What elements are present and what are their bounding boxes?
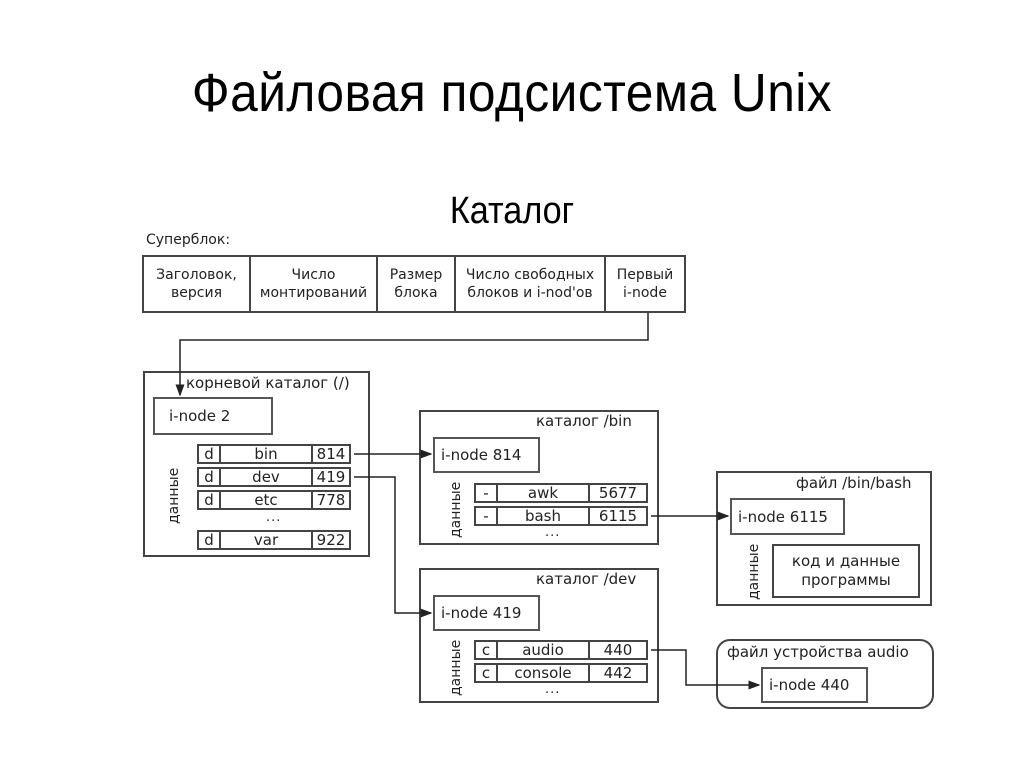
bash-program-data: код и данные программы (772, 544, 920, 598)
root-ellipsis: ... (266, 510, 282, 525)
root-row-bin: d bin 814 (197, 444, 351, 464)
entry-name: dev (219, 467, 313, 487)
root-inode: i-node 2 (153, 397, 273, 435)
dev-inode: i-node 419 (433, 595, 540, 631)
dev-ellipsis: ... (545, 682, 561, 697)
superblock-label: Суперблок: (146, 232, 231, 248)
entry-inode: 5677 (588, 483, 648, 503)
audio-inode: i-node 440 (761, 667, 868, 703)
bash-file-label: файл /bin/bash (796, 474, 912, 492)
bin-row-awk: - awk 5677 (474, 483, 648, 503)
entry-inode: 419 (311, 467, 351, 487)
entry-type: c (474, 640, 498, 660)
entry-inode: 6115 (588, 506, 648, 526)
audio-device-label: файл устройства audio (727, 643, 909, 661)
entry-inode: 922 (311, 530, 351, 550)
entry-inode: 814 (311, 444, 351, 464)
entry-type: - (474, 506, 498, 526)
bin-inode: i-node 814 (433, 437, 540, 473)
superblock-cell-mounts: Число монтирований (251, 257, 378, 311)
bin-data-label: данные (448, 481, 464, 538)
entry-type: d (197, 444, 221, 464)
entry-name: var (219, 530, 313, 550)
entry-name: audio (496, 640, 590, 660)
entry-inode: 440 (588, 640, 648, 660)
entry-type: d (197, 490, 221, 510)
entry-type: d (197, 467, 221, 487)
entry-name: bin (219, 444, 313, 464)
root-row-dev: d dev 419 (197, 467, 351, 487)
root-row-etc: d etc 778 (197, 490, 351, 510)
bash-inode: i-node 6115 (730, 498, 845, 535)
dev-row-console: c console 442 (474, 663, 648, 683)
root-row-var: d var 922 (197, 530, 351, 550)
entry-inode: 442 (588, 663, 648, 683)
entry-type: - (474, 483, 498, 503)
root-data-label: данные (166, 467, 182, 524)
superblock-cell-free: Число свободных блоков и i-nod'ов (456, 257, 606, 311)
entry-inode: 778 (311, 490, 351, 510)
slide-title: Файловая подсистема Unix (191, 63, 833, 123)
entry-name: bash (496, 506, 590, 526)
dev-data-label: данные (448, 639, 464, 696)
slide-subtitle: Каталог (449, 190, 575, 232)
entry-name: console (496, 663, 590, 683)
superblock-table: Заголовок, версия Число монтирований Раз… (142, 255, 686, 313)
superblock-cell-first-inode: Первый i-node (616, 267, 674, 301)
dev-directory-label: каталог /dev (536, 570, 637, 588)
entry-type: d (197, 530, 221, 550)
superblock-cell-header: Заголовок, версия (144, 257, 251, 311)
dev-row-audio: c audio 440 (474, 640, 648, 660)
superblock-cell-block-size: Размер блока (378, 257, 456, 311)
entry-name: awk (496, 483, 590, 503)
bin-ellipsis: ... (545, 525, 561, 540)
root-directory-label: корневой каталог (/) (186, 374, 350, 392)
entry-name: etc (219, 490, 313, 510)
entry-type: c (474, 663, 498, 683)
bin-directory-label: каталог /bin (536, 412, 632, 430)
bash-data-label: данные (746, 543, 762, 600)
bin-row-bash: - bash 6115 (474, 506, 648, 526)
